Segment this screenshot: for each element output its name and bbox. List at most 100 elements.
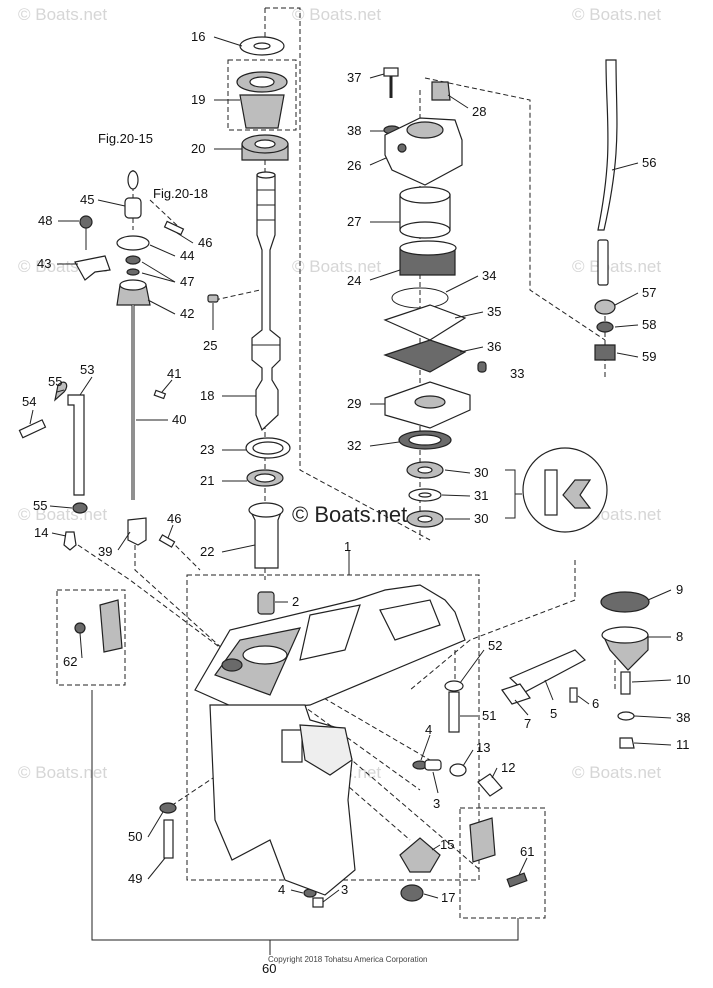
callout-label: 53 [80, 362, 94, 377]
callout-label: 10 [676, 672, 690, 687]
callout-label: 22 [200, 544, 214, 559]
part-62-cover [99, 599, 123, 653]
watermark: © Boats.net [292, 257, 381, 276]
callout-label: 33 [510, 366, 524, 381]
part-7-clamp [501, 683, 531, 705]
callout-label: 48 [38, 213, 52, 228]
watermark: © Boats.net [572, 5, 661, 24]
callout-label: 36 [487, 339, 501, 354]
callout-label: 60 [262, 961, 276, 976]
callout-label: 59 [642, 349, 656, 364]
callout-label: 58 [642, 317, 656, 332]
figure-references: Fig.20-15 Fig.20-18 [98, 131, 208, 201]
seal-detail-inset [522, 447, 608, 533]
callout-label: 38 [676, 710, 690, 725]
callout-label: 46 [198, 235, 212, 250]
callout-label: 15 [440, 837, 454, 852]
part-12-screw [477, 773, 503, 797]
part-50-washer [159, 802, 177, 814]
part-46-pin [163, 220, 185, 236]
part-28-grommet [431, 81, 451, 101]
callout-label: 26 [347, 158, 361, 173]
callout-label: 52 [488, 638, 502, 653]
callout-label: 56 [642, 155, 656, 170]
watermark: © Boats.net [18, 5, 107, 24]
group-box-19 [227, 59, 297, 131]
callout-label: 1 [344, 539, 351, 554]
callout-label: 44 [180, 248, 194, 263]
callout-label: 37 [347, 70, 361, 85]
callout-label: 32 [347, 438, 361, 453]
part-18-drive-shaft [251, 174, 281, 432]
callout-label: 49 [128, 871, 142, 886]
part-3-plug [424, 759, 442, 771]
callout-label: 41 [167, 366, 181, 381]
part-48-bolt [79, 215, 93, 229]
part-26-pump-housing [384, 117, 463, 186]
callout-label: 8 [676, 629, 683, 644]
group-outlines [56, 59, 546, 955]
callout-label: 42 [180, 306, 194, 321]
callout-label: 14 [34, 525, 48, 540]
part-36-gasket [383, 339, 467, 373]
callout-label: 5 [550, 706, 557, 721]
part-15-pinion [399, 837, 441, 873]
callout-label: 57 [642, 285, 656, 300]
part-41-pin [153, 389, 167, 400]
callout-label: 30 [474, 465, 488, 480]
callout-label: 24 [347, 273, 361, 288]
callout-label: 38 [347, 123, 361, 138]
part-25-key [207, 294, 219, 303]
lower-right-parts [74, 591, 650, 908]
part-46-pin-b [158, 534, 176, 548]
callout-label: 16 [191, 29, 205, 44]
part-43-oring-b [126, 268, 140, 276]
callout-label: 46 [167, 511, 181, 526]
part-39-cam [127, 517, 147, 546]
watermark: © Boats.net [292, 5, 381, 24]
part-3-plug-b [312, 897, 324, 908]
callout-label: 40 [172, 412, 186, 427]
watermark: © Boats.net [18, 505, 107, 524]
callout-label: 19 [191, 92, 205, 107]
callout-label: 55 [48, 374, 62, 389]
callout-label: 9 [676, 582, 683, 597]
callout-label: 55 [33, 498, 47, 513]
callout-label: 27 [347, 214, 361, 229]
shift-rod-end [127, 170, 139, 190]
part-38-washer-b [617, 711, 635, 721]
part-49-bolt [163, 819, 174, 859]
part-55-clip-b [72, 502, 88, 514]
part-52-washer [444, 680, 464, 692]
part-17-nut [400, 884, 424, 902]
part-1-gearcase [194, 584, 466, 896]
callout-label: 21 [200, 473, 214, 488]
part-43-oring [125, 255, 141, 265]
callout-label: 13 [476, 740, 490, 755]
callout-leaders [29, 36, 672, 903]
part-47-lever [74, 255, 111, 281]
part-58-seal [596, 321, 614, 333]
callout-label: 29 [347, 396, 361, 411]
figure-ref-20-18[interactable]: Fig.20-18 [153, 186, 208, 201]
callout-label: 7 [524, 716, 531, 731]
figure-ref-20-15[interactable]: Fig.20-15 [98, 131, 153, 146]
part-2-bushing [257, 591, 275, 615]
part-51-bolt [448, 691, 460, 733]
callout-label: 17 [441, 890, 455, 905]
callout-label: 12 [501, 760, 515, 775]
callout-label: 25 [203, 338, 217, 353]
callout-label: 30 [474, 511, 488, 526]
part-37-bolt [383, 67, 399, 77]
part-44-oring [116, 235, 150, 251]
group-box-62 [56, 589, 126, 686]
part-35-plate [383, 304, 467, 341]
callout-label: 35 [487, 304, 501, 319]
callout-label: 3 [433, 796, 440, 811]
callout-label: 23 [200, 442, 214, 457]
watermark: © Boats.net [572, 763, 661, 782]
part-54-screw [18, 419, 47, 439]
group-box-1 [186, 574, 480, 881]
drive-shaft-parts [207, 36, 291, 615]
part-59-grommet [594, 344, 616, 361]
